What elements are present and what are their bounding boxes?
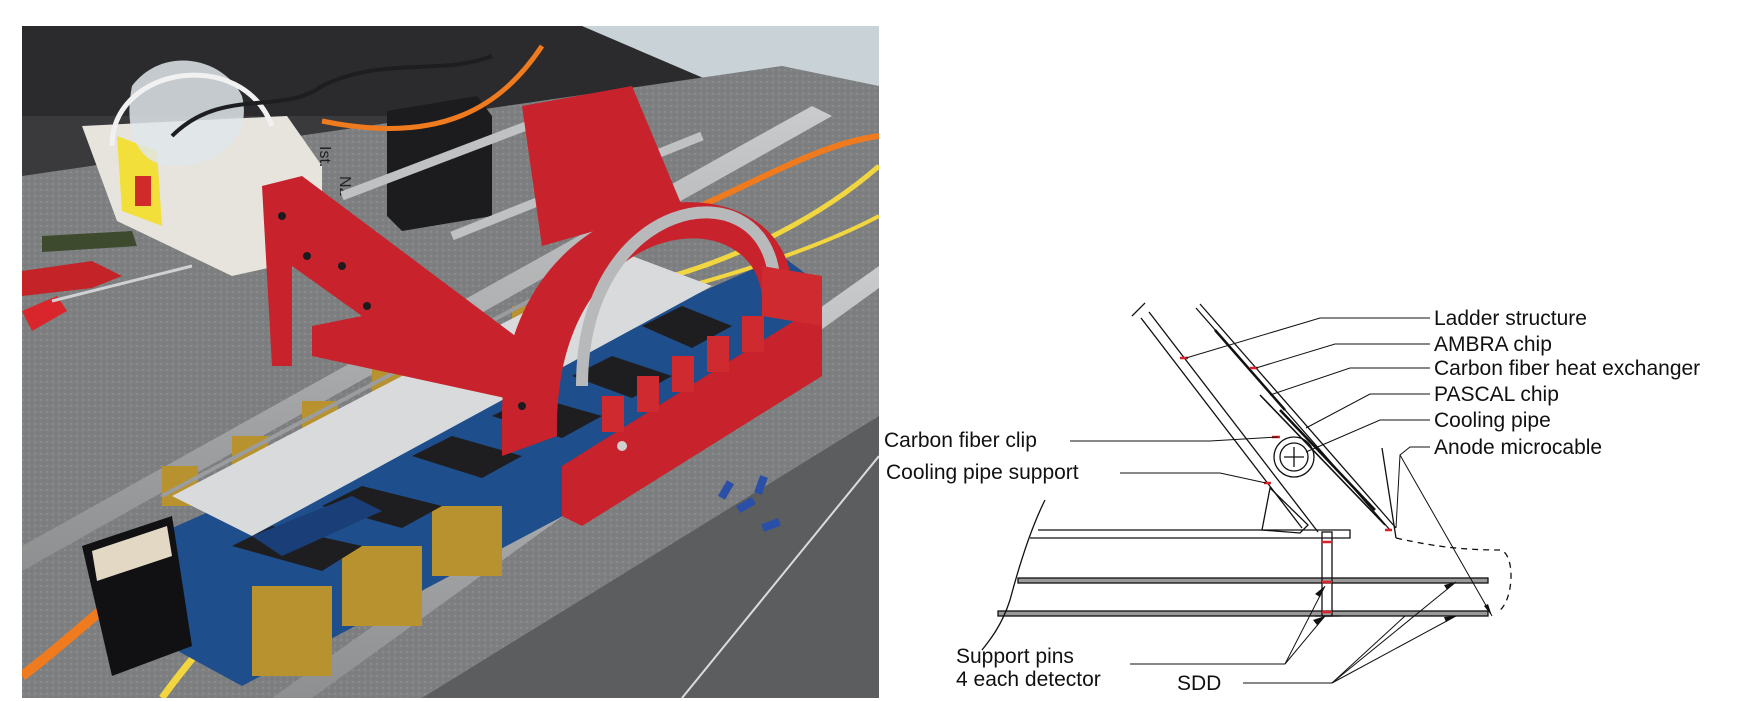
screwdriver-shaft — [51, 264, 193, 303]
support-pin — [1321, 531, 1333, 617]
table-edge — [422, 416, 879, 698]
anode-microcable-dashed — [1395, 537, 1512, 613]
label-cooling-pipe-support: Cooling pipe support — [886, 461, 1079, 484]
leader-anode-microcable — [1395, 446, 1430, 529]
leader-ladder-structure — [1185, 317, 1430, 359]
leader-sdd-1 — [1331, 581, 1457, 684]
label-carbon-fiber-heat-exchanger: Carbon fiber heat exchanger — [1434, 357, 1700, 380]
red-pliers — [22, 261, 122, 296]
red-frame-back-plate — [522, 86, 682, 246]
frame-bolts — [278, 212, 627, 451]
leader-sdd-2 — [1331, 615, 1457, 684]
leader-carbon-fiber-clip — [1070, 436, 1279, 442]
leader-ambra-chip — [1255, 343, 1430, 369]
table-stripe — [681, 455, 879, 698]
cooling-pipe-inner — [1279, 442, 1309, 472]
break-line-left — [981, 499, 1046, 651]
red-frame-arch — [502, 202, 792, 456]
red-side-rail — [562, 316, 822, 526]
leader-sdd-3 — [1331, 615, 1406, 684]
red-end-plate — [762, 266, 822, 326]
green-pliers — [42, 231, 137, 252]
sdd-layer-upper — [1017, 577, 1489, 584]
carbon-fiber-clip — [1261, 486, 1309, 534]
leader-anode-to-sdd — [1399, 454, 1493, 617]
sdd-layer-lower — [997, 610, 1489, 617]
red-markers — [1180, 356, 1392, 614]
box-text-1: Ist. — [316, 146, 333, 167]
pascal-chip-plate — [1279, 409, 1376, 511]
arrowheads — [1313, 582, 1492, 625]
leader-heat-exchanger — [1269, 367, 1430, 396]
end-block-label — [92, 526, 172, 581]
cross-section-diagram: Ladder structure AMBRA chip Carbon fiber… — [884, 302, 1700, 695]
label-cooling-pipe: Cooling pipe — [1434, 409, 1551, 432]
leader-cooling-pipe-support — [1120, 472, 1267, 484]
orange-cable-top — [321, 44, 545, 131]
support-beam — [1030, 529, 1351, 539]
label-carbon-fiber-clip: Carbon fiber clip — [884, 429, 1037, 452]
bearing-ring — [576, 206, 780, 387]
ambra-chip-plate — [1214, 329, 1286, 411]
loose-connectors — [718, 475, 781, 532]
heat-exchanger-plate — [1259, 394, 1386, 526]
leader-support-pins-2 — [1284, 615, 1326, 665]
label-support-pins-count: 4 each detector — [956, 668, 1101, 691]
cooling-pipe-outer — [1273, 436, 1315, 478]
red-frame-left-plate — [262, 176, 542, 406]
dark-cables — [170, 54, 493, 138]
label-support-pins: Support pins — [956, 645, 1074, 668]
red-screwdriver — [22, 296, 67, 331]
red-clamps — [602, 316, 764, 432]
leader-cooling-pipe — [1305, 419, 1430, 453]
leader-support-pins-1 — [1284, 585, 1326, 665]
label-sdd: SDD — [1177, 672, 1221, 695]
label-ambra-chip: AMBRA chip — [1434, 333, 1552, 356]
ladder-rail-right-2 — [1199, 303, 1397, 529]
label-ladder-structure: Ladder structure — [1434, 307, 1587, 330]
ladder-rail-left — [1148, 311, 1319, 533]
ladder-rail-left-outer — [1131, 302, 1146, 317]
leader-pascal-chip — [1305, 393, 1430, 429]
plastic-bag — [129, 60, 244, 166]
yellow-cables-right — [671, 164, 879, 279]
white-cable-loop — [109, 72, 275, 147]
yellow-cables-right-2 — [681, 214, 879, 290]
assembly-photo: Ist. N2 — [22, 26, 879, 698]
microcable-lead — [1381, 447, 1397, 539]
label-pascal-chip: PASCAL chip — [1434, 383, 1559, 406]
label-anode-microcable: Anode microcable — [1434, 436, 1602, 459]
box-red-tag — [135, 176, 151, 206]
